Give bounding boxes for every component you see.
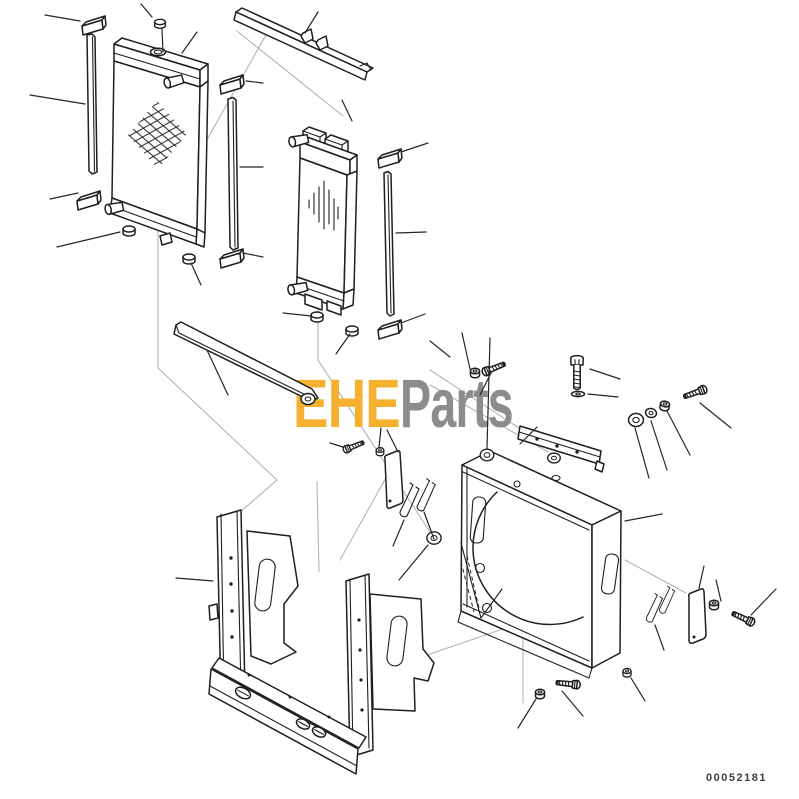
cover-plate — [688, 588, 707, 644]
hex-bolt — [554, 677, 582, 690]
hex-bolt — [729, 608, 757, 628]
fan-opening-arc — [472, 491, 584, 626]
shroud-cutout — [469, 496, 487, 544]
mounting-pad — [377, 319, 403, 340]
oil-cooler — [287, 126, 358, 316]
drain-plug — [182, 253, 196, 265]
u-clamp — [416, 478, 436, 512]
shroud-cutout — [600, 553, 620, 595]
nut — [534, 688, 546, 700]
fastener-set — [627, 383, 709, 428]
leader-lines — [29, 3, 777, 729]
frame-gusset — [246, 530, 299, 665]
fan-shroud — [457, 448, 622, 679]
cover-plate — [384, 450, 404, 509]
oil-cooler-fin-marks — [308, 180, 339, 231]
mounting-pad — [81, 15, 107, 36]
mounting-pad — [76, 190, 102, 211]
part-number-label: 00052181 — [706, 772, 767, 784]
cover-plate-group-left — [341, 438, 442, 545]
radiator-inlet-pipe — [163, 74, 185, 89]
drain-plug — [310, 311, 324, 323]
watermark: EHE Parts — [293, 365, 513, 442]
washer — [547, 452, 561, 464]
seal-strip — [86, 33, 98, 175]
oil-cooler-inlet-pipe — [288, 133, 310, 148]
washer — [300, 392, 316, 406]
radiator-core-mesh — [128, 101, 187, 169]
mounting-pad — [219, 74, 245, 95]
radiator-outlet-pipe — [104, 201, 125, 216]
watermark-suffix: Parts — [400, 365, 513, 442]
nut — [469, 367, 481, 379]
bracket-assembly — [469, 354, 605, 473]
grommet — [627, 412, 645, 428]
projection-lines — [157, 30, 687, 704]
nut — [622, 667, 632, 678]
nut — [375, 446, 385, 457]
flat-washer — [570, 390, 586, 398]
frame-base-slot — [295, 718, 311, 730]
cover-plate-group-right — [645, 585, 757, 644]
mounting-pad — [377, 148, 403, 169]
grommet — [479, 448, 495, 462]
nut — [708, 599, 720, 611]
washer — [643, 406, 659, 420]
radiator — [104, 37, 209, 248]
mounting-pad — [219, 248, 245, 269]
nut — [658, 399, 671, 413]
drain-plug — [122, 225, 136, 237]
frame-base-slot — [234, 686, 252, 700]
hex-bolt-vertical — [570, 354, 584, 391]
oil-cooler-outlet-pipe — [287, 281, 309, 296]
lower-seal-bar — [173, 321, 319, 406]
support-frame — [208, 509, 435, 775]
upper-mounting-rail — [233, 7, 374, 81]
bracket-bar — [517, 425, 605, 473]
radiator-filler-cap — [149, 47, 167, 57]
drain-plug — [345, 325, 359, 337]
hex-bolt — [681, 383, 709, 402]
bottom-fasteners — [534, 667, 632, 700]
seal-strips — [86, 33, 395, 317]
seal-strip — [227, 96, 239, 251]
seal-strip — [383, 170, 395, 317]
plug-cap — [153, 18, 167, 29]
frame-base-slot — [311, 726, 327, 738]
